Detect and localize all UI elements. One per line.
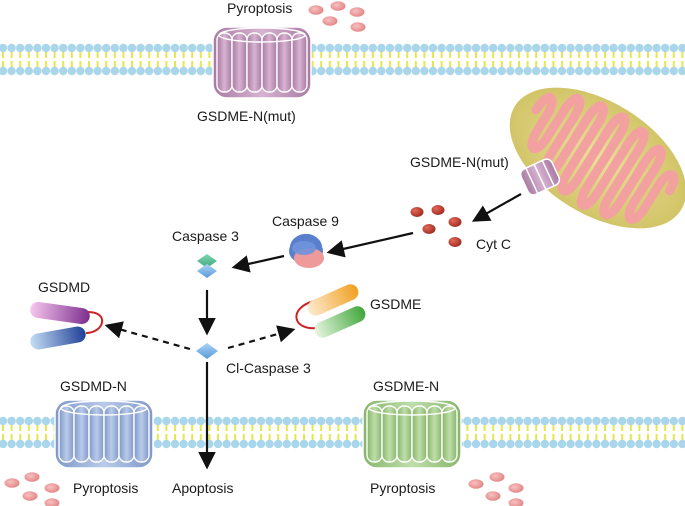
label-apoptosis: Apoptosis	[172, 480, 233, 496]
label-pyroptosis-left: Pyroptosis	[73, 480, 138, 496]
gsdme-molecule	[295, 284, 366, 338]
label-caspase-9: Caspase 9	[272, 213, 339, 229]
cyt-c-molecules	[410, 205, 462, 247]
arrow-cytc-to-caspase9	[326, 231, 414, 258]
arrow-clcaspase3-to-gsdmd	[104, 321, 191, 351]
mitochondrion-cristae	[527, 93, 679, 224]
label-pyroptosis-right: Pyroptosis	[370, 480, 435, 496]
caspase-9-molecule	[289, 233, 324, 268]
label-gsdme-n: GSDME-N	[373, 378, 439, 394]
label-cyt-c: Cyt C	[476, 236, 511, 252]
pathway-arrows	[104, 193, 522, 470]
label-pyroptosis-top: Pyroptosis	[227, 0, 292, 16]
gsdmd-n-pore	[54, 399, 154, 469]
label-gsdme-n-mut-top: GSDME-N(mut)	[197, 108, 296, 124]
pyroptosis-droplets-top	[308, 1, 366, 32]
gsdme-n-pore	[362, 399, 462, 469]
cl-caspase-3-molecule	[196, 343, 218, 359]
pyroptosis-droplets-left	[4, 472, 60, 506]
arrow-clcaspase3-to-gsdme	[227, 325, 296, 350]
label-gsdmd-n: GSDMD-N	[60, 378, 127, 394]
label-gsdme: GSDME	[370, 296, 421, 312]
gsdmd-molecule	[30, 301, 103, 350]
label-caspase-3: Caspase 3	[172, 228, 239, 244]
label-gsdmd: GSDMD	[38, 279, 90, 295]
mitochondrion-outer-membrane	[509, 87, 685, 229]
pyroptosis-droplets-right	[468, 472, 524, 506]
membrane-top	[0, 43, 685, 76]
label-gsdme-n-mut-mito: GSDME-N(mut)	[410, 154, 509, 170]
gsdme-n-mut-pore-top	[212, 26, 312, 99]
arrow-caspase9-to-caspase3	[231, 254, 285, 273]
label-cl-caspase-3: Cl-Caspase 3	[226, 360, 311, 376]
mitochondrion	[509, 87, 685, 229]
gsdme-n-mut-mito-pore	[519, 158, 561, 196]
caspase-3-molecule	[197, 254, 217, 278]
arrow-mito-to-cytc	[471, 193, 522, 222]
